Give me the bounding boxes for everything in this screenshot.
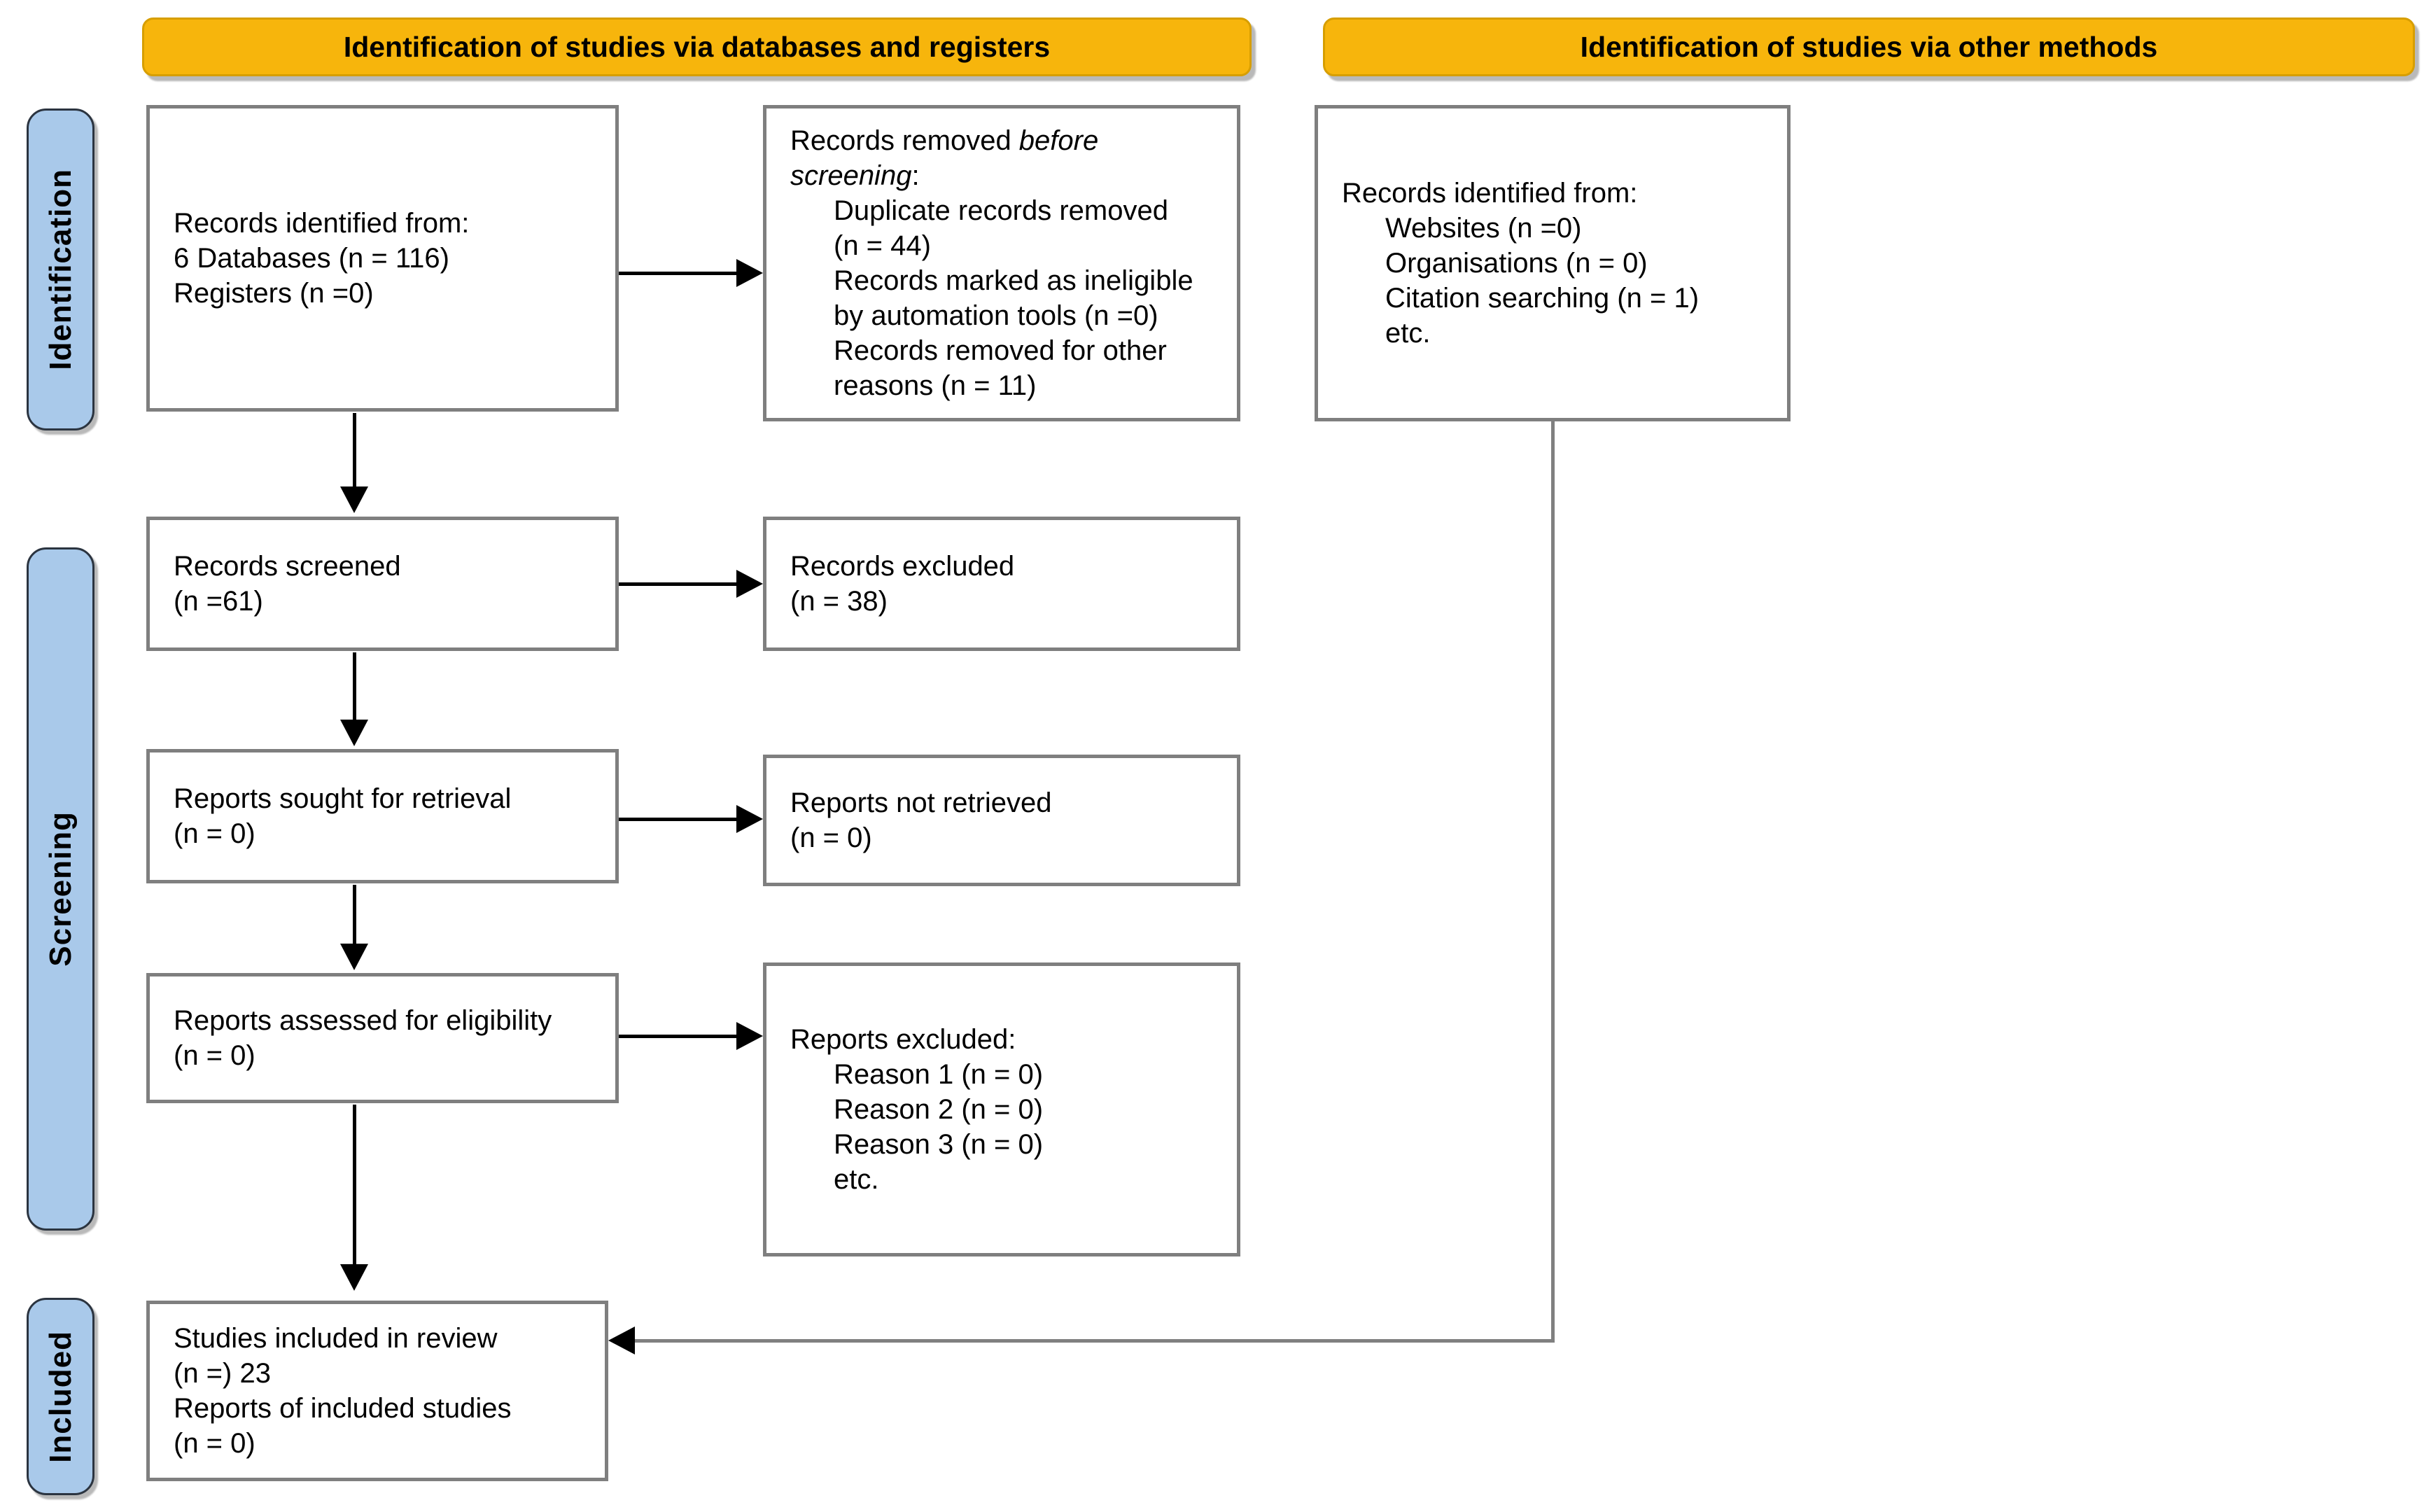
connector-vertical-segment [1551,421,1555,1342]
stage-screening: Screening [27,547,94,1231]
text-line: (n = 0) [790,822,872,853]
text-line: Reports excluded: [790,1024,1016,1055]
arrow-head-right-icon [736,805,763,833]
text-line: Records removed for other reasons (n = 1… [834,335,1167,401]
text-line: Citation searching (n = 1) [1385,283,1700,314]
box-reports-excluded: Reports excluded: Reason 1 (n = 0) Reaso… [763,962,1240,1256]
stage-identification: Identification [27,108,94,430]
text-line: etc. [834,1164,879,1195]
box-records-screened: Records screened (n =61) [146,517,619,651]
box-studies-included: Studies included in review (n =) 23 Repo… [146,1301,608,1481]
banner-databases-registers-label: Identification of studies via databases … [343,30,1051,63]
removed-intro-suffix: : [911,160,920,191]
box-records-removed-before-screening: Records removed before screening: Duplic… [763,105,1240,421]
arrow-head-down-icon [340,486,368,513]
arrow-head-down-icon [340,720,368,746]
box-records-identified-databases: Records identified from: 6 Databases (n … [146,105,619,412]
text-line: Reason 1 (n = 0) [834,1059,1044,1090]
arrow-head-right-icon [736,1022,763,1050]
removed-intro-italic: before screening [790,125,1099,191]
box-records-excluded: Records excluded (n = 38) [763,517,1240,651]
arrow-shaft [353,652,356,721]
connector-horizontal-segment [633,1339,1555,1343]
text-line: Records marked as ineligible by automati… [834,265,1193,331]
text-line: Registers (n =0) [174,278,374,309]
text-line: Duplicate records removed (n = 44) [834,195,1168,261]
arrow-head-right-icon [736,259,763,287]
arrow-shaft [619,1035,738,1038]
text-line: etc. [1385,318,1431,349]
text-line: Studies included in review [174,1323,498,1354]
text-line: (n =61) [174,586,263,617]
stage-identification-label: Identification [43,169,78,370]
box-reports-assessed: Reports assessed for eligibility (n = 0) [146,973,619,1103]
removed-intro-prefix: Records removed [790,125,1019,156]
arrow-shaft [353,885,356,945]
box-records-identified-other-methods: Records identified from: Websites (n =0)… [1315,105,1791,421]
text-line: (n = 0) [174,1428,255,1459]
text-line: Reason 2 (n = 0) [834,1094,1044,1125]
banner-other-methods: Identification of studies via other meth… [1323,18,2415,76]
arrow-head-down-icon [340,1264,368,1291]
text-line: Reports not retrieved [790,788,1052,818]
arrow-shaft [353,413,356,488]
arrow-shaft [353,1105,356,1266]
banner-databases-registers: Identification of studies via databases … [142,18,1252,76]
text-line: Records screened [174,551,401,582]
arrow-shaft [619,818,738,821]
text-line: Records removed before screening: [790,123,1219,193]
text-line: (n = 0) [174,1040,255,1071]
box-reports-sought: Reports sought for retrieval (n = 0) [146,749,619,883]
stage-included-label: Included [43,1330,78,1463]
arrow-shaft [619,582,738,586]
stage-included: Included [27,1298,94,1495]
banner-other-methods-label: Identification of studies via other meth… [1580,30,2158,63]
text-line: (n = 0) [174,818,255,849]
text-line: Records excluded [790,551,1015,582]
text-line: Reason 3 (n = 0) [834,1129,1044,1160]
stage-screening-label: Screening [43,811,78,967]
text-line: Reports sought for retrieval [174,783,512,814]
arrow-head-down-icon [340,944,368,970]
text-line: Reports assessed for eligibility [174,1005,552,1036]
arrow-head-left-icon [608,1326,635,1354]
text-line: 6 Databases (n = 116) [174,243,449,274]
text-line: Records identified from: [1342,178,1638,209]
text-line: (n = 38) [790,586,888,617]
text-line: Websites (n =0) [1385,213,1582,244]
text-line: Records identified from: [174,208,470,239]
text-line: Organisations (n = 0) [1385,248,1648,279]
text-line: (n =) 23 [174,1358,271,1389]
box-reports-not-retrieved: Reports not retrieved (n = 0) [763,755,1240,886]
arrow-shaft [619,272,738,275]
text-line: Reports of included studies [174,1393,512,1424]
arrow-head-right-icon [736,570,763,598]
